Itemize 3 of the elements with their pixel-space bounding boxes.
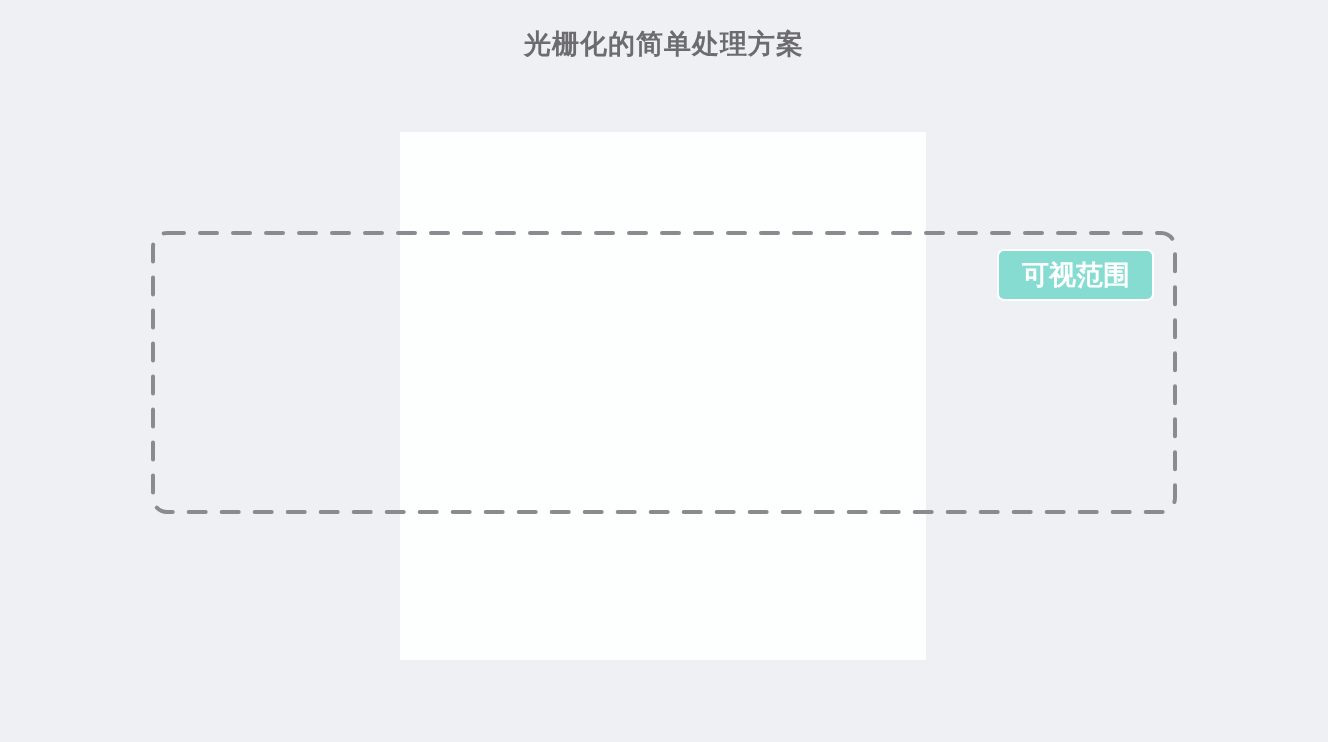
diagram-title: 光栅化的简单处理方案 (524, 28, 804, 59)
range-tag: 可视范围 (997, 249, 1154, 301)
dashed-frame (151, 231, 1177, 514)
